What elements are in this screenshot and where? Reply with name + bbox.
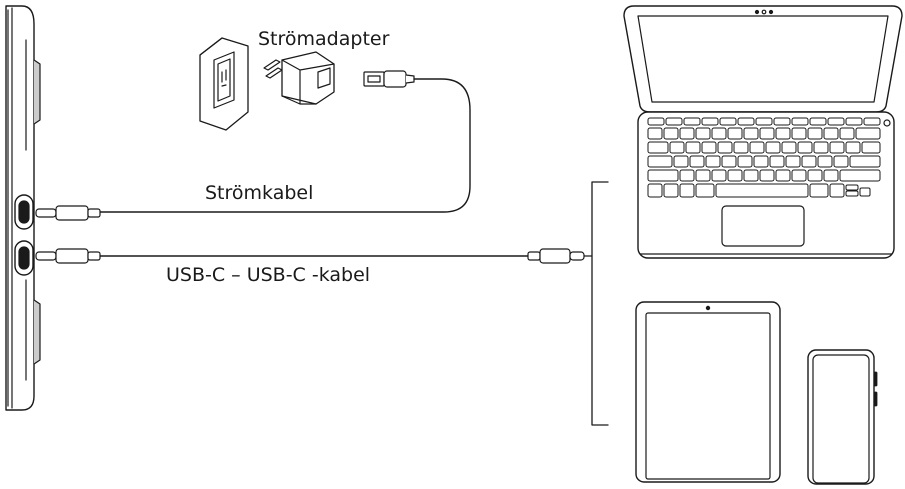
wall-outlet-icon: [200, 38, 248, 130]
phone-icon: [808, 350, 877, 484]
usb-c-plug-right: [528, 249, 584, 263]
usb-c-plug-icon: [36, 206, 100, 220]
display-side-icon: [6, 6, 40, 410]
laptop-trackpad: [722, 206, 804, 246]
power-adapter-label: Strömadapter: [258, 28, 390, 50]
usb-c-plug-left: [36, 249, 100, 263]
usb-a-plug-icon: [364, 71, 414, 87]
usbc-cable-label: USB-C – USB-C -kabel: [166, 264, 371, 286]
device-bracket: [584, 182, 608, 425]
power-cable: [100, 76, 473, 215]
usb-c-port-top: [15, 195, 33, 229]
laptop-keyboard: [648, 118, 880, 197]
tablet-icon: [636, 302, 780, 482]
usb-c-port-bottom: [15, 241, 33, 275]
laptop-icon: [624, 6, 902, 258]
power-adapter-icon: [264, 52, 334, 104]
power-cable-label: Strömkabel: [205, 182, 314, 204]
